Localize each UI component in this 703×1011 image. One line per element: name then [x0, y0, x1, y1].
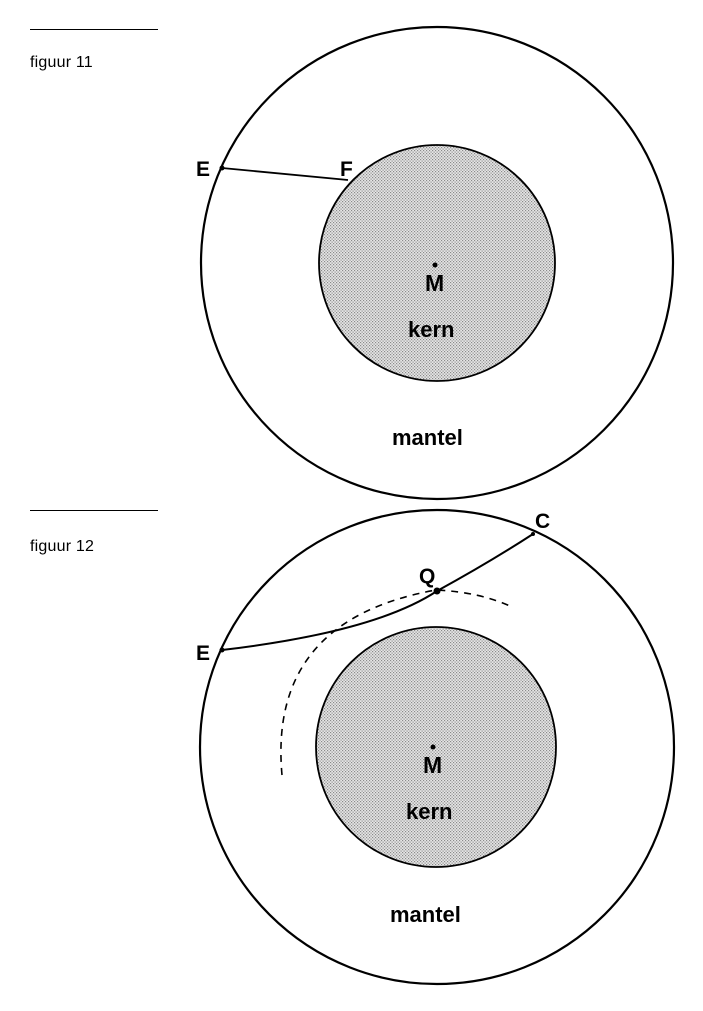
figure-12-core-circle	[315, 626, 557, 868]
figure-12-point-m	[430, 744, 436, 750]
figure-12-ray-ec	[221, 533, 534, 651]
figure-11-label-e: E	[196, 158, 210, 181]
figure-11-label-f: F	[340, 158, 353, 181]
figure-11-caption: figuur 11	[30, 54, 93, 71]
figure-12-label-q: Q	[419, 565, 435, 588]
figure-12-mantle-circle	[198, 508, 676, 986]
figure-12-caption: figuur 12	[30, 538, 95, 555]
figure-12-rule	[30, 510, 158, 511]
figure-11-label-core: kern	[408, 317, 454, 342]
figure-11: E F M kern mantel	[196, 25, 675, 501]
figure-11-point-m	[432, 262, 438, 268]
figure-12-label-e: E	[196, 642, 210, 665]
figure-11-ray-ef	[221, 167, 349, 181]
figure-12-point-c	[531, 532, 535, 536]
figure-12-label-mantle: mantel	[390, 902, 461, 927]
figure-11-mantle-circle	[199, 25, 675, 501]
figure-11-core-circle	[318, 144, 556, 382]
figure-12-label-c: C	[535, 510, 550, 533]
figure-11-label-m: M	[425, 270, 444, 296]
figure-11-label-mantle: mantel	[392, 425, 463, 450]
figure-12-label-core: kern	[406, 799, 452, 824]
figure-12-dashed-arc	[280, 589, 513, 776]
figure-11-rule	[30, 29, 158, 30]
figure-12-label-m: M	[423, 752, 442, 778]
figure-12: E C Q M kern mantel	[196, 508, 676, 986]
figure-12-point-e	[219, 647, 225, 653]
figure-12-point-q	[433, 587, 441, 595]
figure-11-point-e	[219, 165, 225, 171]
